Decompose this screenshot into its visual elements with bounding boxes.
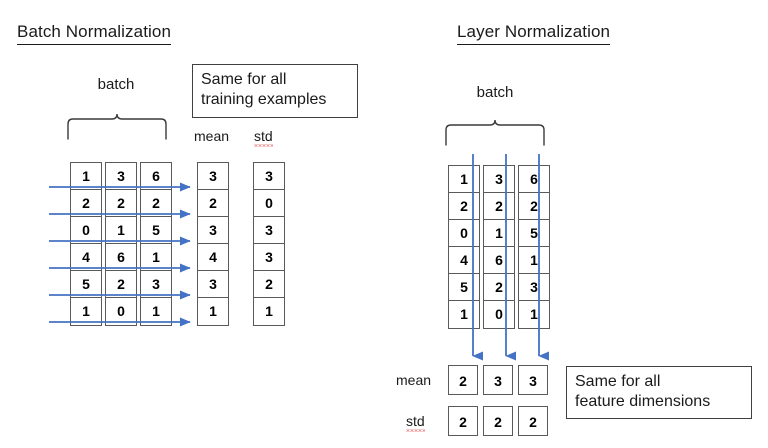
layer-norm-matrix-cell: 6 xyxy=(484,247,514,274)
layer-norm-matrix-cell: 6 xyxy=(519,166,549,193)
batch-norm-matrix-cell: 1 xyxy=(106,217,136,244)
layer-norm-matrix-cell: 1 xyxy=(519,301,549,328)
batch-norm-std-cell: 3 xyxy=(254,163,284,190)
batch-norm-std-cell: 2 xyxy=(254,271,284,298)
batch-norm-matrix-cell: 6 xyxy=(141,163,171,190)
batch-norm-mean-cell: 4 xyxy=(198,244,228,271)
batch-norm-matrix-cell: 3 xyxy=(141,271,171,298)
batch-norm-matrix-cell: 2 xyxy=(106,190,136,217)
layer-norm-mean-cell: 3 xyxy=(483,365,513,395)
batch-norm-matrix-cell: 1 xyxy=(71,163,101,190)
layer-norm-mean-cell: 3 xyxy=(518,365,548,395)
batch-norm-std-cell: 0 xyxy=(254,190,284,217)
batch-norm-std-cell: 3 xyxy=(254,217,284,244)
layer-norm-matrix-cell: 4 xyxy=(449,247,479,274)
batch-norm-mean-cell: 3 xyxy=(198,217,228,244)
batch-norm-matrix-cell: 6 xyxy=(106,244,136,271)
batch-norm-callout-line1: Same for all xyxy=(201,71,287,88)
batch-norm-callout-line2: training examples xyxy=(201,91,327,109)
layer-norm-std-cell: 2 xyxy=(448,406,478,436)
batch-norm-matrix-cell: 5 xyxy=(141,217,171,244)
layer-norm-matrix-cell: 3 xyxy=(519,274,549,301)
layer-norm-brace-icon xyxy=(445,119,545,146)
batch-norm-mean-cell: 3 xyxy=(198,163,228,190)
batch-norm-matrix-cell: 0 xyxy=(106,298,136,325)
batch-norm-title: Batch Normalization xyxy=(17,22,172,45)
batch-norm-matrix-cell: 1 xyxy=(141,298,171,325)
batch-norm-mean-cell: 1 xyxy=(198,298,228,325)
batch-norm-matrix-cell: 2 xyxy=(106,271,136,298)
layer-norm-matrix-cell: 1 xyxy=(519,247,549,274)
batch-norm-matrix-cell: 4 xyxy=(71,244,101,271)
batch-norm-matrix-cell: 3 xyxy=(106,163,136,190)
batch-norm-matrix-cell: 0 xyxy=(71,217,101,244)
layer-norm-matrix-cell: 5 xyxy=(519,220,549,247)
batch-norm-batch-label: batch xyxy=(97,76,135,93)
layer-norm-std-label: std xyxy=(406,413,425,432)
batch-norm-matrix-cell: 1 xyxy=(141,244,171,271)
layer-norm-matrix-cell: 1 xyxy=(449,301,479,328)
batch-norm-callout: Same for all training examples xyxy=(192,64,358,118)
layer-norm-matrix-cell: 5 xyxy=(449,274,479,301)
layer-norm-std-cell: 2 xyxy=(518,406,548,436)
layer-norm-callout-line1: Same for all xyxy=(575,373,661,390)
batch-norm-mean-cell: 2 xyxy=(198,190,228,217)
batch-norm-mean-cell: 3 xyxy=(198,271,228,298)
batch-norm-mean-label: mean xyxy=(194,128,230,144)
batch-norm-matrix-cell: 1 xyxy=(71,298,101,325)
layer-norm-matrix-cell: 0 xyxy=(484,301,514,328)
layer-norm-matrix-cell: 3 xyxy=(484,166,514,193)
batch-norm-matrix-cell: 2 xyxy=(141,190,171,217)
layer-norm-matrix-cell: 2 xyxy=(484,193,514,220)
batch-norm-matrix-cell: 5 xyxy=(71,271,101,298)
layer-norm-matrix-cell: 1 xyxy=(484,220,514,247)
layer-norm-callout-line2: feature dimensions xyxy=(575,393,711,411)
layer-norm-batch-label: batch xyxy=(476,84,514,101)
layer-norm-matrix-cell: 2 xyxy=(519,193,549,220)
layer-norm-matrix-cell: 1 xyxy=(449,166,479,193)
layer-norm-mean-label: mean xyxy=(396,372,432,388)
layer-norm-mean-cell: 2 xyxy=(448,365,478,395)
batch-norm-std-cell: 3 xyxy=(254,244,284,271)
batch-norm-std-cell: 1 xyxy=(254,298,284,325)
layer-norm-callout: Same for all feature dimensions xyxy=(566,366,752,419)
layer-norm-matrix-cell: 2 xyxy=(484,274,514,301)
layer-norm-matrix-cell: 0 xyxy=(449,220,479,247)
layer-norm-matrix-cell: 2 xyxy=(449,193,479,220)
layer-norm-std-cell: 2 xyxy=(483,406,513,436)
batch-norm-brace-icon xyxy=(67,113,167,140)
batch-norm-matrix-cell: 2 xyxy=(71,190,101,217)
batch-norm-std-label: std xyxy=(254,128,273,147)
layer-norm-title: Layer Normalization xyxy=(457,22,611,45)
